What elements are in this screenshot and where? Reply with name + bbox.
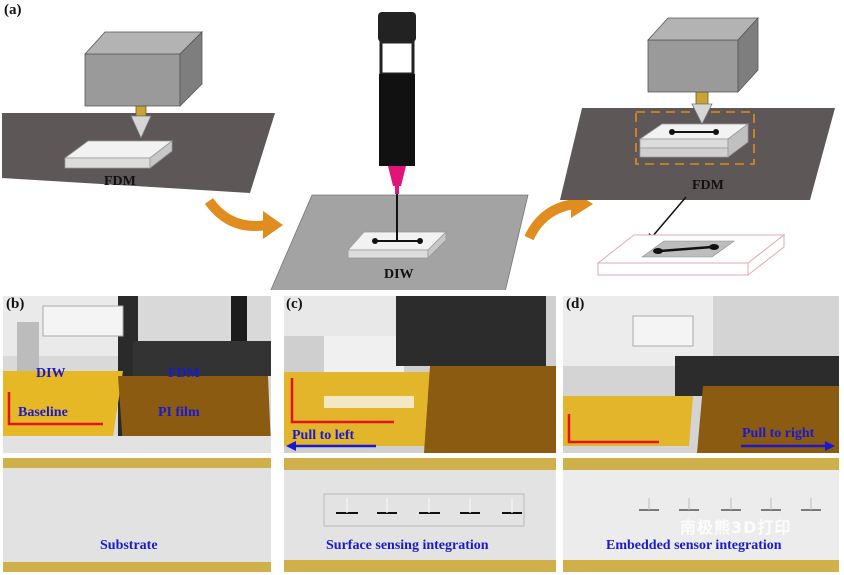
watermark: 南极熊3D打印 [680,518,792,537]
fdm-printer-diagram-1 [2,31,275,193]
process-arrow-1 [205,197,283,239]
caption-embedded-sensor: Embedded sensor integration [606,538,782,553]
caption-surface-sensing: Surface sensing integration [326,538,489,553]
step1-label: FDM [104,174,136,189]
photo-setup-d [563,296,839,453]
panel-label-c: (c) [286,296,303,312]
caption-substrate: Substrate [100,538,158,553]
label-baseline: Baseline [18,405,68,420]
syringe-tip [388,166,406,186]
nozzle [135,105,147,117]
label-pull-left: Pull to left [292,428,355,443]
panel-label-a: (a) [4,2,22,18]
photo-setup-b [3,296,271,453]
panel-label-d: (d) [566,296,585,312]
photo-setup-c [284,296,556,453]
substrate-photo [3,458,271,572]
step2-label: DIW [384,267,414,282]
printhead-box [84,53,181,107]
label-diw: DIW [36,366,66,381]
fdm-printer-diagram-2 [560,16,835,200]
focus-box [635,111,755,165]
label-pi-film: PI film [158,405,200,420]
printhead-box [647,39,739,93]
encapsulated-sample-diagram [596,196,786,277]
syringe-cap [378,12,416,42]
step3-label: FDM [692,178,724,193]
syringe-barrel [379,74,415,166]
diw-syringe-diagram [270,12,529,290]
panel-label-b: (b) [6,296,25,312]
surface-sensing-photo [284,458,556,572]
embedded-sensor-photo [563,458,839,572]
label-pull-right: Pull to right [742,426,815,441]
label-fdm: FDM [168,366,200,381]
